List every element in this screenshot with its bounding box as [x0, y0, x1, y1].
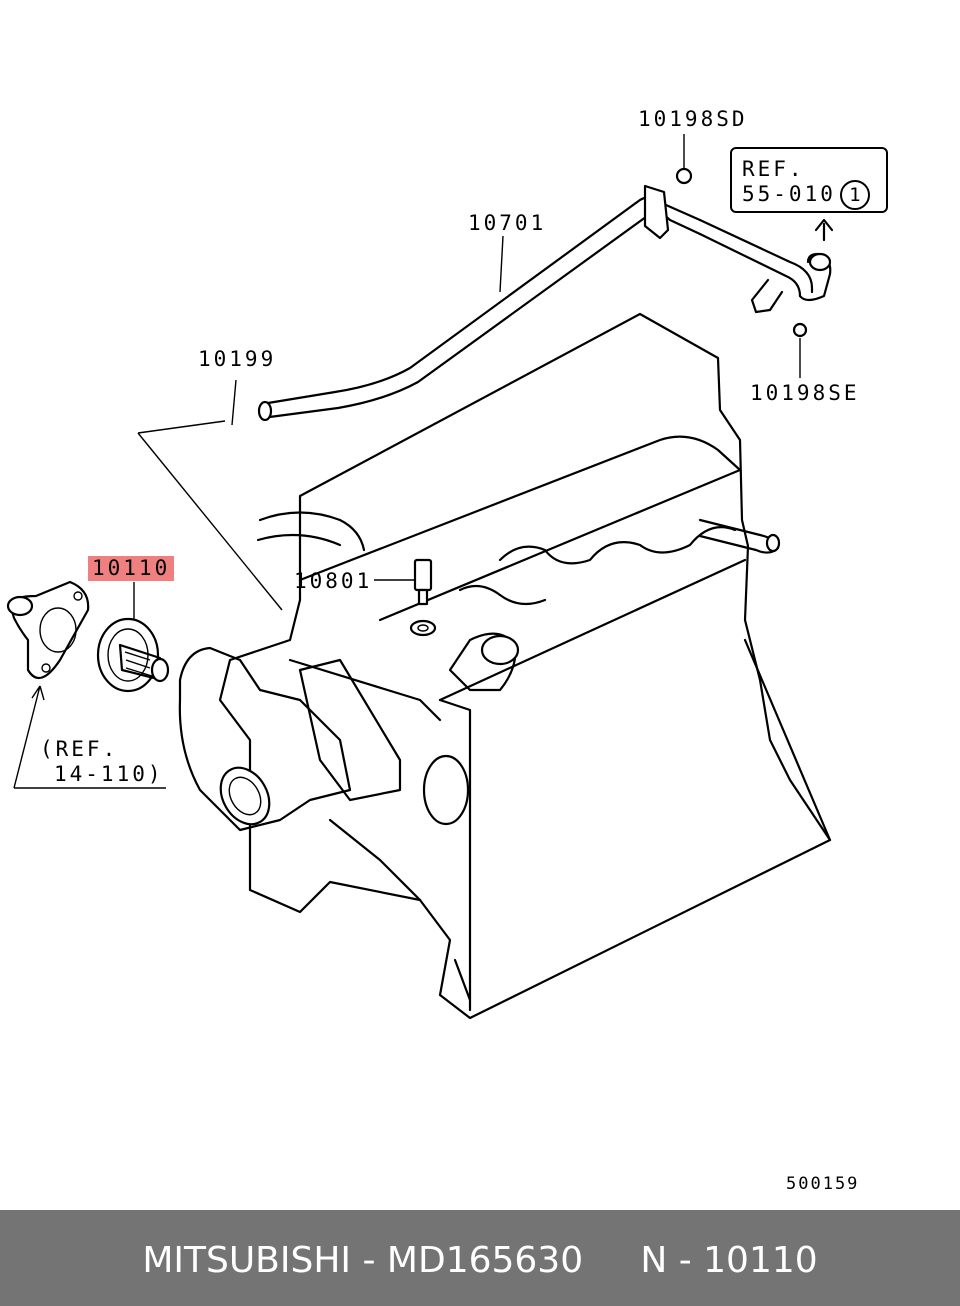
footer-part-number: MITSUBISHI - MD165630 N - 10110: [142, 1240, 818, 1281]
label-10701: 10701: [468, 211, 547, 235]
sensor-10801: [409, 558, 437, 637]
thermostat-housing: [178, 646, 352, 832]
diagram-code: 500159: [786, 1174, 860, 1194]
label-10199: 10199: [198, 347, 277, 371]
water-inlet-fitting: [6, 580, 90, 680]
ref-55-code: 55-010: [742, 182, 836, 206]
label-10801: 10801: [294, 569, 373, 593]
ref-55-line1: REF.: [742, 157, 805, 181]
ref-14-line1: (REF.: [40, 737, 119, 761]
footer-bar: MITSUBISHI - MD165630 N - 10110: [0, 1210, 960, 1306]
leader-lines: [13, 134, 801, 789]
label-10198sd: 10198SD: [638, 107, 748, 131]
engine-block: [218, 312, 832, 1020]
ref-55-010-box: [730, 147, 888, 213]
label-10198se: 10198SE: [750, 381, 860, 405]
thermostat-10110: [96, 617, 170, 693]
label-10110-highlighted: 10110: [88, 556, 175, 581]
water-pipe-10701: [257, 167, 834, 422]
ref-14-line2: 14-110): [54, 762, 164, 786]
parts-diagram: [6, 134, 834, 1020]
circled-number: 1: [839, 180, 870, 210]
